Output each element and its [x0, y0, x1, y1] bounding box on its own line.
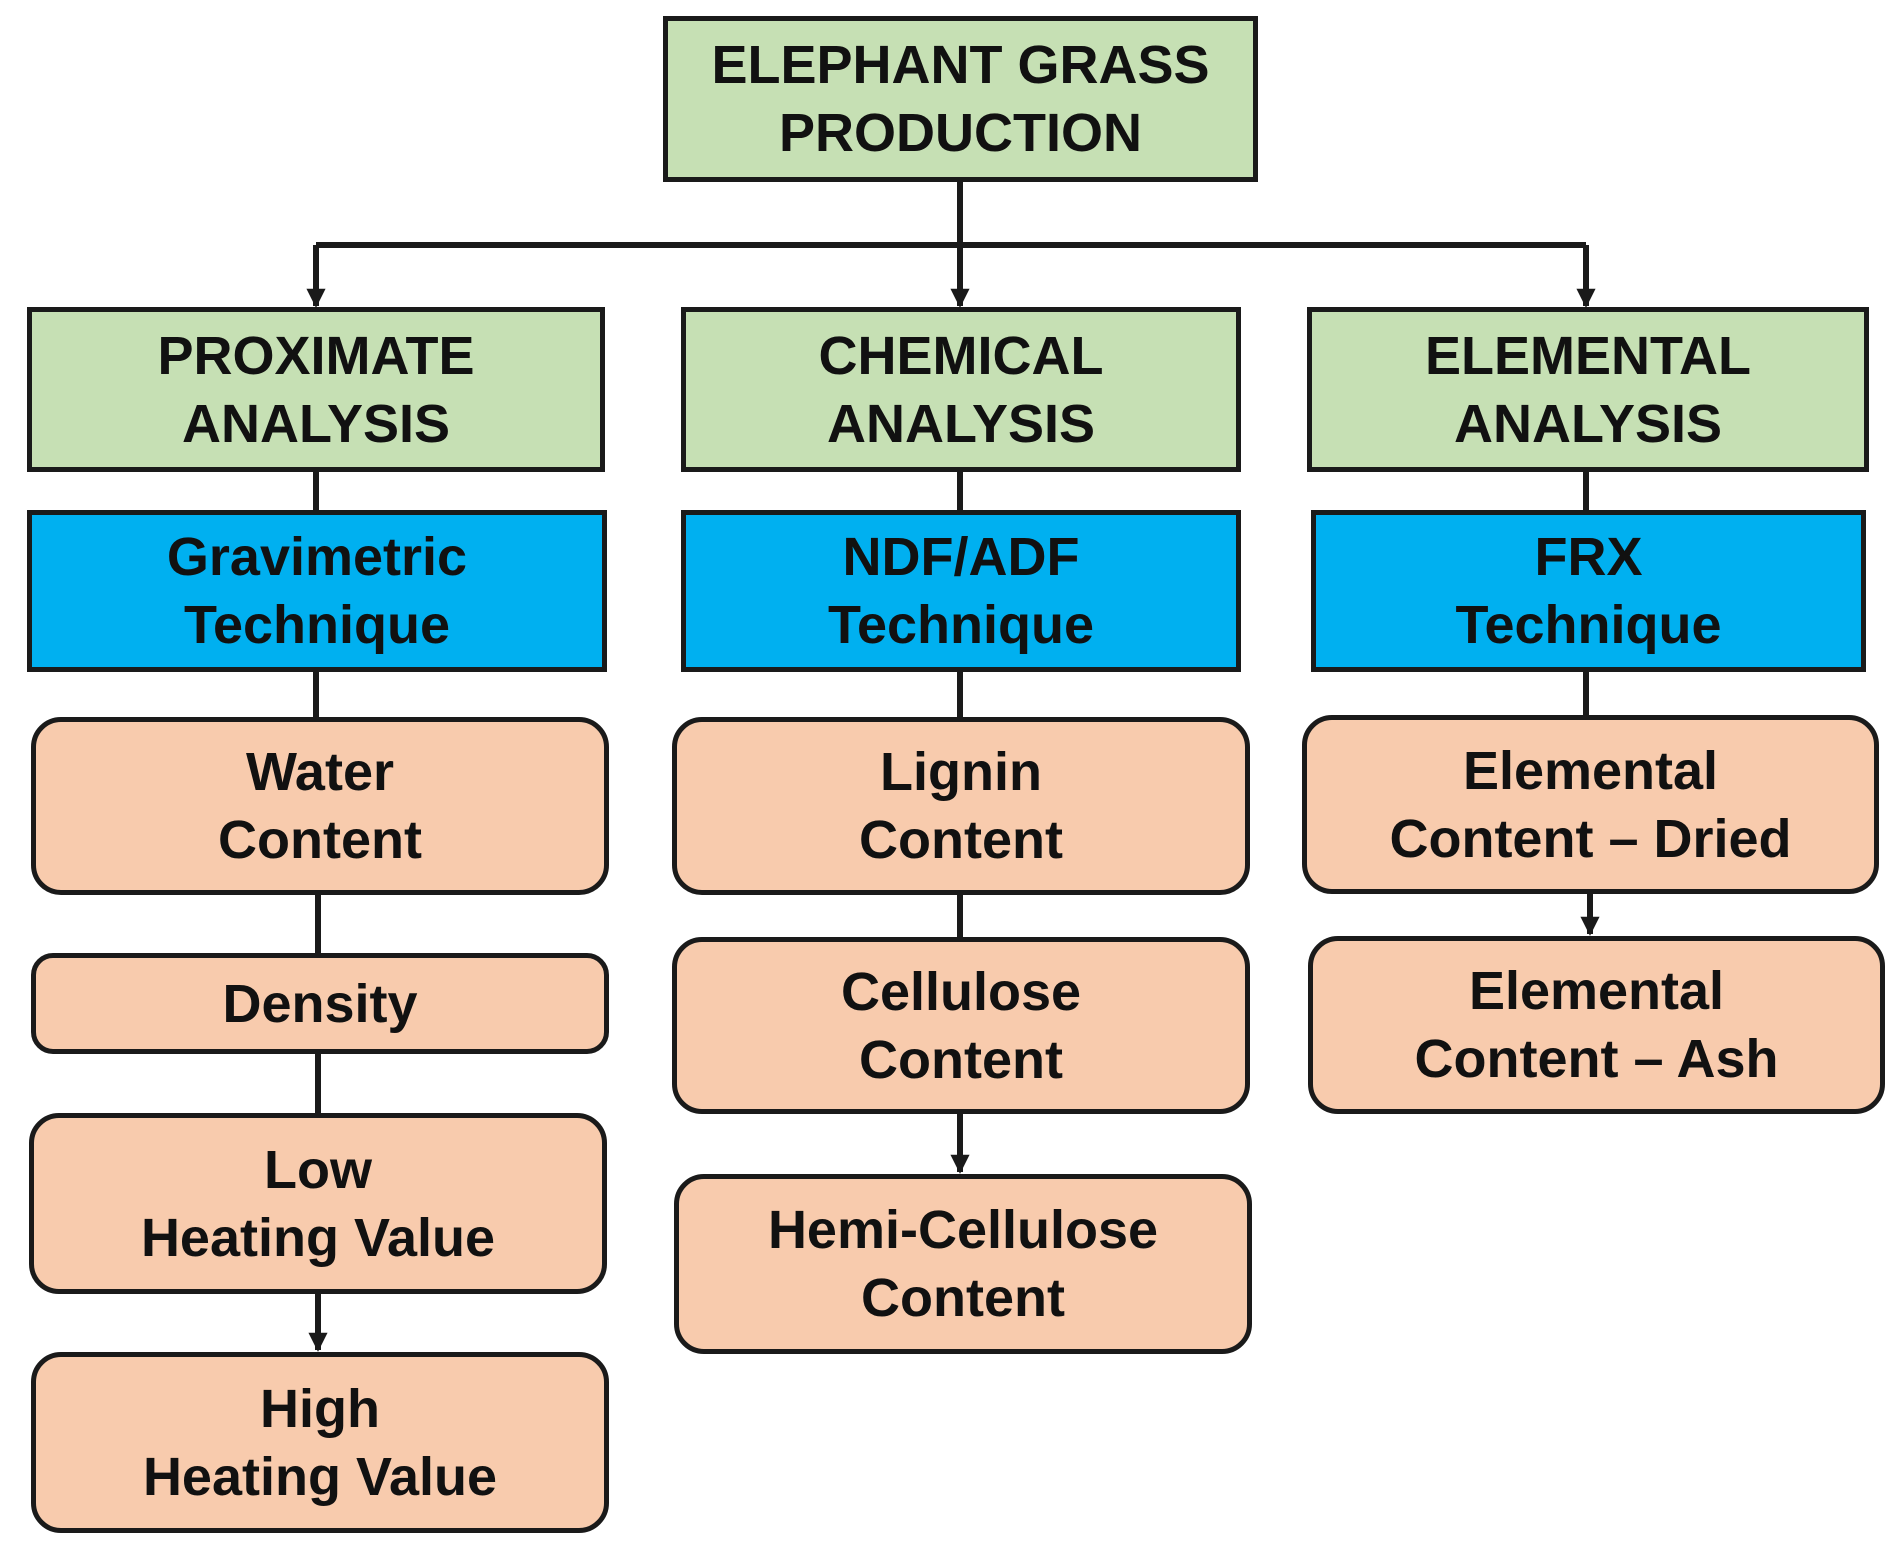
result-node-cellulose-content: Cellulose Content	[672, 937, 1250, 1114]
result-node-high-heating-value: High Heating Value	[31, 1352, 609, 1533]
result-node-elemental-content-ash: Elemental Content – Ash	[1308, 936, 1885, 1114]
result-node-lignin-content: Lignin Content	[672, 717, 1250, 895]
technique-node-gravimetric: Gravimetric Technique	[27, 510, 607, 672]
technique-node-ndf-adf: NDF/ADF Technique	[681, 510, 1241, 672]
analysis-node-elemental: ELEMENTAL ANALYSIS	[1307, 307, 1869, 472]
result-node-hemi-cellulose-content: Hemi-Cellulose Content	[674, 1174, 1252, 1354]
result-node-density: Density	[31, 953, 609, 1054]
analysis-node-proximate: PROXIMATE ANALYSIS	[27, 307, 605, 472]
result-node-elemental-content-dried: Elemental Content – Dried	[1302, 715, 1879, 894]
result-node-low-heating-value: Low Heating Value	[29, 1113, 607, 1294]
result-node-water-content: Water Content	[31, 717, 609, 895]
root-node: ELEPHANT GRASS PRODUCTION	[663, 16, 1258, 182]
analysis-node-chemical: CHEMICAL ANALYSIS	[681, 307, 1241, 472]
technique-node-frx: FRX Technique	[1311, 510, 1866, 672]
